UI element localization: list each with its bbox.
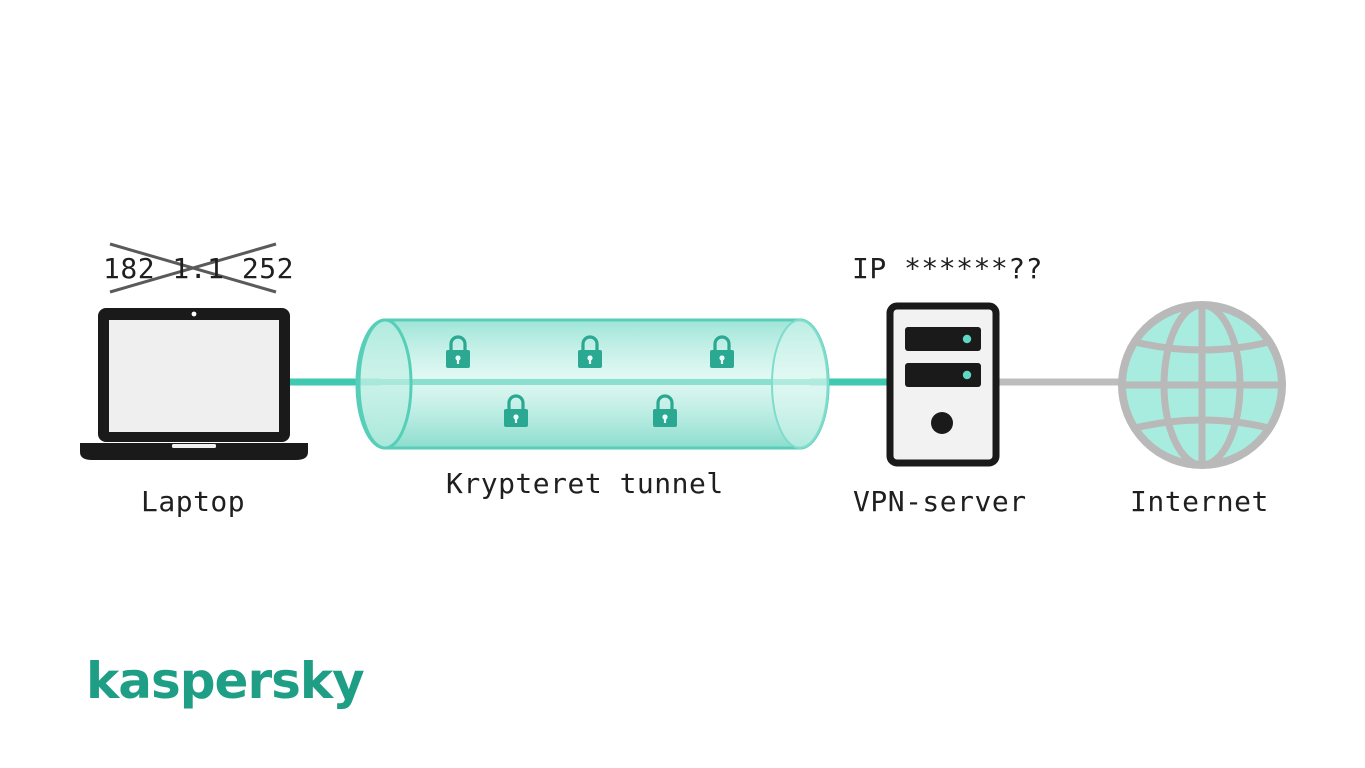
laptop-label: Laptop xyxy=(141,485,246,518)
globe-icon xyxy=(1118,301,1286,469)
tunnel-label: Krypteret tunnel xyxy=(446,467,724,500)
server-ip-masked: IP ******?? xyxy=(852,252,1043,285)
internet-label: Internet xyxy=(1130,485,1269,518)
kaspersky-logo: kaspersky xyxy=(86,652,365,710)
ip-strike-through xyxy=(109,242,277,294)
laptop-icon xyxy=(80,308,308,460)
server-label: VPN-server xyxy=(853,485,1027,518)
laptop-ip-crossed: 182 1.1 252 xyxy=(103,252,294,285)
encrypted-tunnel xyxy=(355,318,830,450)
server-icon xyxy=(886,302,1000,467)
